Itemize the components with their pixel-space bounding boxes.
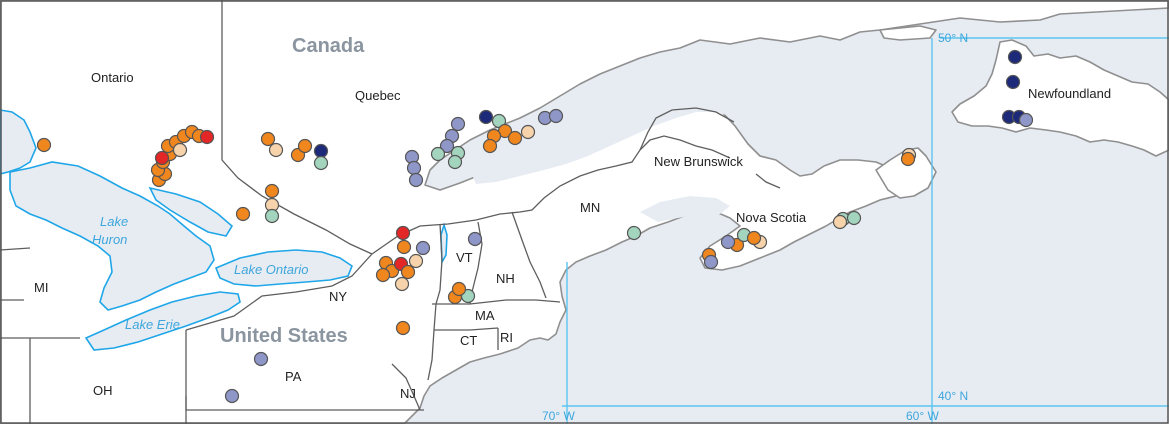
site-orange-marker	[507, 130, 523, 146]
site-peach-marker	[832, 214, 848, 230]
site-mint-marker	[313, 155, 329, 171]
lake-huron	[9, 161, 215, 311]
label-lon-60w: 60° W	[906, 409, 939, 423]
site-lavender-marker	[467, 231, 483, 247]
site-orange-marker	[260, 131, 276, 147]
label-lake-erie: Lake Erie	[125, 317, 180, 332]
label-nova-scotia: Nova Scotia	[736, 210, 807, 225]
site-orange-marker	[482, 138, 498, 154]
site-lavender-marker	[1018, 112, 1034, 128]
sites-layer	[36, 49, 1034, 404]
label-pa: PA	[285, 369, 302, 384]
border-nb-quebec	[639, 107, 735, 151]
bay-of-fundy	[640, 196, 730, 222]
label-newfoundland: Newfoundland	[1028, 86, 1111, 101]
site-lavender-marker	[703, 254, 719, 270]
label-ct: CT	[460, 333, 477, 348]
border-oh	[0, 337, 187, 424]
site-peach-marker	[394, 276, 410, 292]
label-nj: NJ	[400, 386, 416, 401]
site-orange-marker	[36, 137, 52, 153]
site-orange-marker	[400, 264, 416, 280]
site-orange-marker	[375, 267, 391, 283]
lake-superior	[0, 109, 37, 175]
label-lake-huron-2: Huron	[92, 232, 127, 247]
label-canada: Canada	[292, 35, 365, 57]
site-red-marker	[154, 150, 170, 166]
site-mint-marker	[846, 210, 862, 226]
site-orange-marker	[395, 320, 411, 336]
st-lawrence-river	[470, 86, 820, 184]
label-nh: NH	[496, 271, 515, 286]
border-mi	[0, 247, 31, 301]
label-ontario: Ontario	[91, 70, 134, 85]
site-lavender-marker	[548, 108, 564, 124]
lake-erie	[84, 291, 241, 351]
site-orange-marker	[451, 281, 467, 297]
site-peach-marker	[520, 124, 536, 140]
site-lavender-marker	[408, 172, 424, 188]
site-navy-marker	[1005, 74, 1021, 90]
border-ny-east	[427, 303, 437, 381]
label-vt: VT	[456, 250, 473, 265]
label-mn: MN	[580, 200, 600, 215]
label-united-states: United States	[220, 325, 348, 347]
label-lon-70w: 70° W	[542, 409, 575, 423]
label-lat-50n: 50° N	[938, 31, 968, 45]
border-canada-us-east	[371, 135, 731, 255]
site-lavender-marker	[720, 234, 736, 250]
border-ma	[432, 299, 561, 305]
border-nb-ns	[755, 173, 781, 189]
label-ri: RI	[500, 330, 513, 345]
label-lake-huron-1: Lake	[100, 214, 128, 229]
cape-breton	[875, 147, 937, 199]
label-lake-ontario: Lake Ontario	[234, 262, 308, 277]
label-mi: MI	[34, 280, 48, 295]
newfoundland-island	[951, 39, 1169, 157]
site-mint-marker	[264, 208, 280, 224]
site-orange-marker	[235, 206, 251, 222]
site-mint-marker	[626, 225, 642, 241]
site-lavender-marker	[406, 160, 422, 176]
label-quebec: Quebec	[355, 88, 401, 103]
site-peach-marker	[268, 142, 284, 158]
lake-ontario	[214, 249, 353, 287]
site-lavender-marker	[450, 116, 466, 132]
site-lavender-marker	[224, 388, 240, 404]
site-orange-marker	[297, 138, 313, 154]
border-pa-nj	[391, 363, 421, 411]
site-lavender-marker	[253, 351, 269, 367]
site-peach-marker	[408, 253, 424, 269]
site-orange-marker	[900, 151, 916, 167]
site-mint-marker	[430, 146, 446, 162]
georgian-bay	[148, 186, 234, 237]
site-navy-marker	[313, 143, 329, 159]
label-lat-40n: 40° N	[938, 389, 968, 403]
site-lavender-marker	[439, 138, 455, 154]
label-ny: NY	[329, 289, 347, 304]
site-orange-marker	[396, 239, 412, 255]
anticosti-island	[879, 25, 937, 41]
site-lavender-marker	[415, 240, 431, 256]
site-orange-marker	[746, 230, 762, 246]
site-red-marker	[395, 225, 411, 241]
site-orange-marker	[264, 183, 280, 199]
site-mint-marker	[447, 154, 463, 170]
border-nh-me	[511, 211, 547, 299]
site-navy-marker	[1007, 49, 1023, 65]
border-ny-vt	[435, 223, 443, 305]
label-new-brunswick: New Brunswick	[654, 154, 743, 169]
label-oh: OH	[93, 383, 113, 398]
site-navy-marker	[478, 109, 494, 125]
site-red-marker	[199, 129, 215, 145]
site-peach-marker	[172, 142, 188, 158]
label-ma: MA	[475, 308, 495, 323]
border-ma-ct	[434, 327, 499, 331]
